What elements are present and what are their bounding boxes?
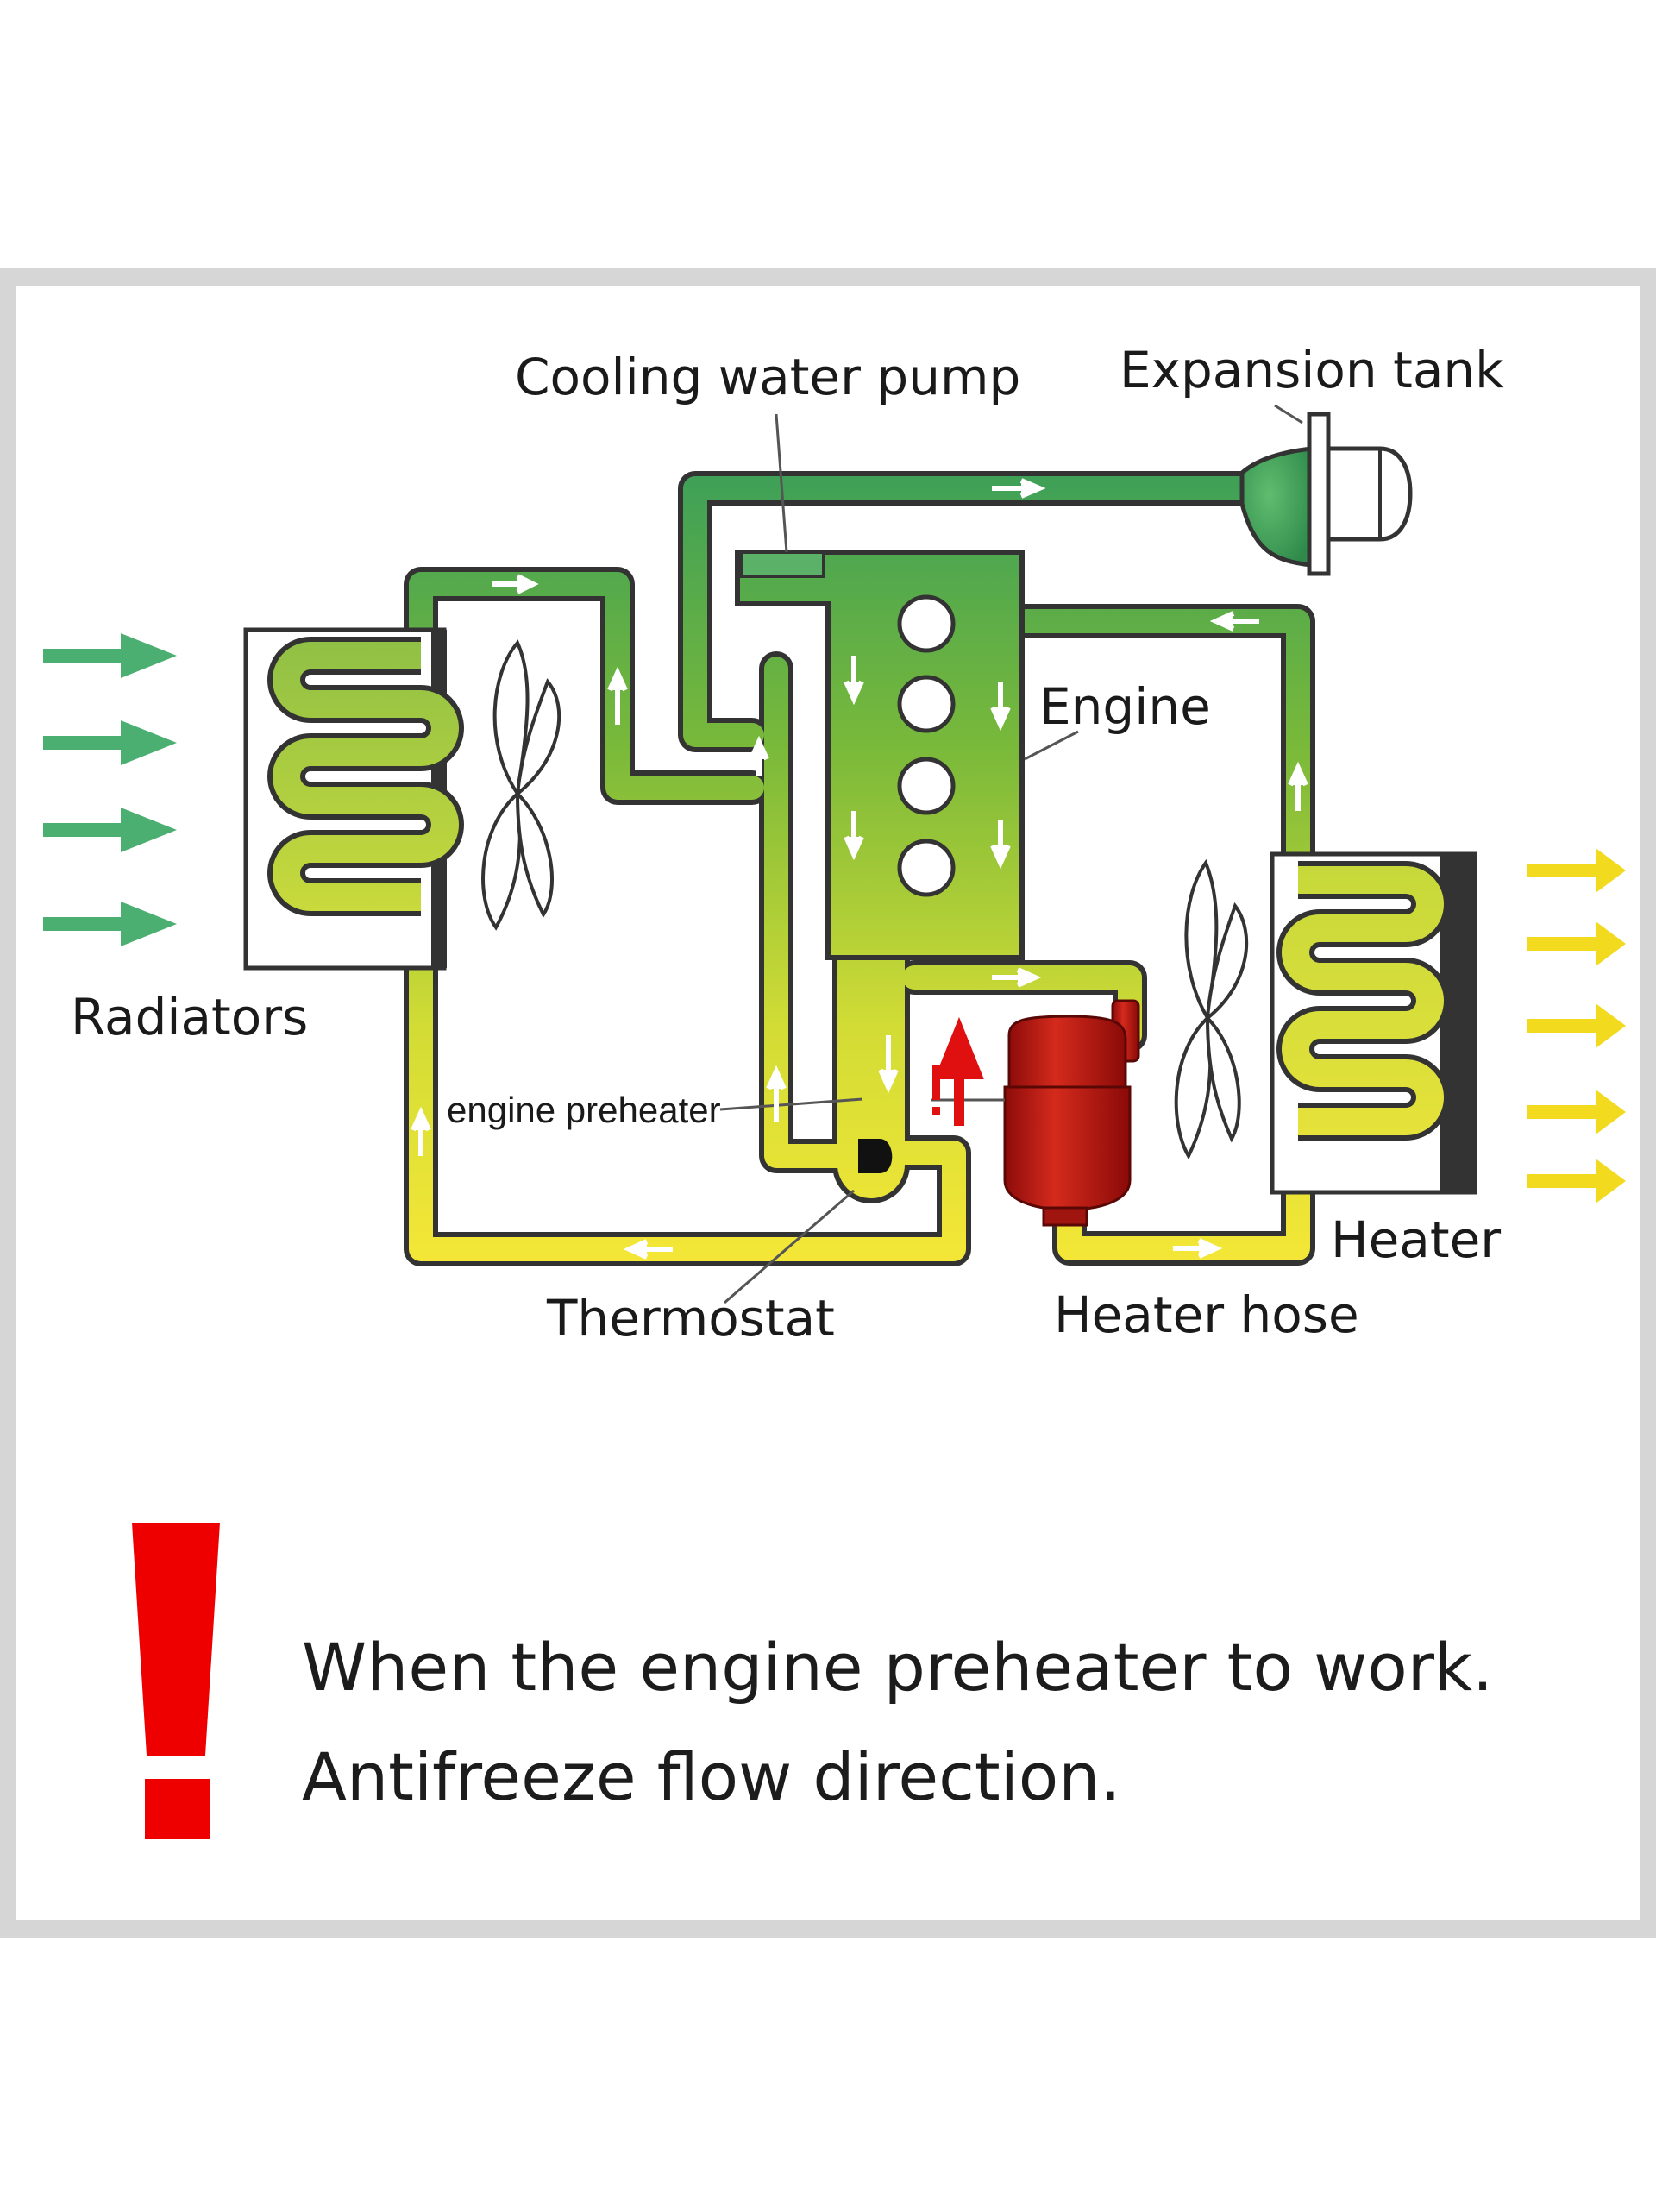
heater-core bbox=[1270, 851, 1477, 1195]
warm-air-output-arrows bbox=[1527, 848, 1626, 1203]
note-line-1: When the engine preheater to work. bbox=[302, 1629, 1494, 1706]
cooling-water-pump-label: Cooling water pump bbox=[515, 348, 1021, 406]
heater-label: Heater bbox=[1331, 1210, 1502, 1269]
air-intake-arrows bbox=[43, 633, 177, 946]
pump-leader-line bbox=[775, 413, 788, 553]
expansion-tank-label: Expansion tank bbox=[1120, 341, 1504, 399]
engine-preheater-unit bbox=[719, 999, 1140, 1227]
warning-icon bbox=[132, 1523, 220, 1839]
note-line-2: Antifreeze flow direction. bbox=[302, 1738, 1121, 1815]
radiators-label: Radiators bbox=[71, 988, 309, 1046]
thermostat-label: Thermostat bbox=[547, 1289, 835, 1348]
engine-preheater-label: engine preheater bbox=[447, 1090, 721, 1130]
engine-cylinders bbox=[897, 594, 956, 897]
radiator-fan-icon bbox=[481, 639, 561, 931]
heater-hose-label: Heater hose bbox=[1054, 1285, 1359, 1344]
left-radiator bbox=[243, 627, 464, 971]
pipe-heater-top bbox=[994, 604, 1315, 880]
flow-arrows bbox=[411, 478, 1308, 1260]
thermostat bbox=[724, 1139, 893, 1304]
expansion-tank bbox=[1239, 404, 1413, 576]
heat-rise-arrow bbox=[934, 1016, 984, 1126]
engine-label: Engine bbox=[1039, 677, 1211, 736]
water-pump-housing bbox=[740, 550, 825, 578]
engine-leader-line bbox=[1024, 730, 1079, 761]
heater-fan-icon bbox=[1174, 858, 1249, 1160]
frame bbox=[0, 268, 1656, 1938]
